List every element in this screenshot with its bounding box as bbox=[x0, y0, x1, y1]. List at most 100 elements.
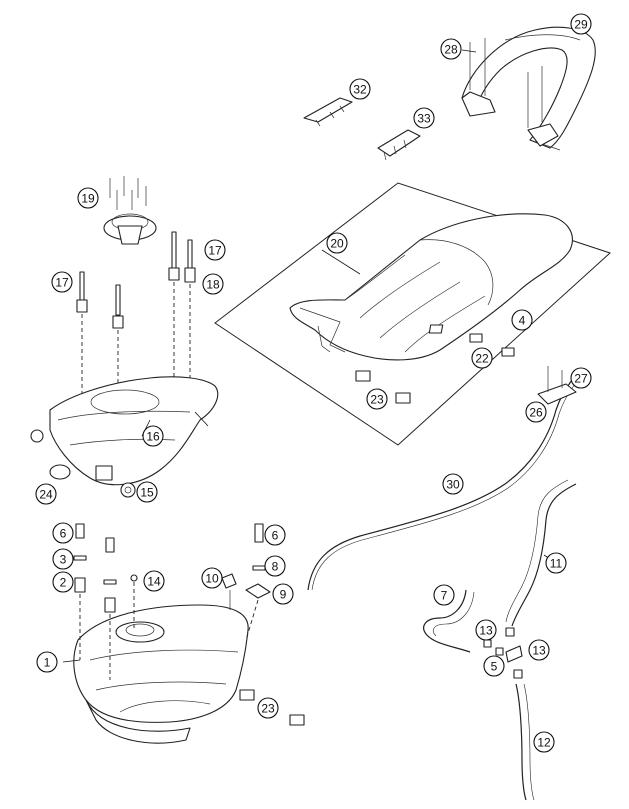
hose-fittings bbox=[483, 627, 523, 679]
callout-c12: 12 bbox=[533, 731, 555, 753]
clips-upper bbox=[355, 370, 411, 404]
callout-c23b: 23 bbox=[257, 697, 279, 719]
tank-hardware bbox=[73, 523, 271, 680]
grommets bbox=[30, 429, 136, 498]
callout-c11: 11 bbox=[545, 552, 567, 574]
callout-label: 14 bbox=[147, 575, 161, 589]
callout-circle bbox=[204, 239, 226, 261]
callout-c6b: 6 bbox=[264, 524, 286, 546]
callout-circle bbox=[136, 481, 158, 503]
callout-circle bbox=[52, 522, 74, 544]
callout-label: 7 bbox=[441, 589, 448, 603]
callout-c16: 16 bbox=[142, 425, 164, 447]
callout-circle bbox=[545, 552, 567, 574]
callout-c9: 9 bbox=[272, 583, 294, 605]
fuel-cap bbox=[103, 176, 157, 245]
callout-label: 6 bbox=[60, 527, 67, 541]
callout-c17a: 17 bbox=[204, 239, 226, 261]
callout-circle bbox=[326, 232, 348, 254]
callout-circle bbox=[349, 78, 371, 100]
callout-circle bbox=[525, 401, 547, 423]
hose-12 bbox=[515, 683, 535, 801]
callout-circle bbox=[35, 483, 57, 505]
callout-circle bbox=[52, 571, 74, 593]
fuel-tank bbox=[73, 604, 249, 744]
callout-label: 18 bbox=[206, 278, 220, 292]
callout-label: 2 bbox=[60, 576, 67, 590]
callout-label: 19 bbox=[81, 192, 95, 206]
callout-c14: 14 bbox=[143, 570, 165, 592]
callout-c29: 29 bbox=[570, 13, 592, 35]
callout-c2: 2 bbox=[52, 571, 74, 593]
callout-circle bbox=[202, 273, 224, 295]
callout-label: 10 bbox=[205, 572, 219, 586]
hose-11 bbox=[505, 479, 577, 627]
callout-c18: 18 bbox=[202, 273, 224, 295]
callout-circle bbox=[201, 567, 223, 589]
callout-circle bbox=[257, 697, 279, 719]
callout-circle bbox=[533, 731, 555, 753]
bracket-33 bbox=[377, 129, 421, 161]
callout-c19: 19 bbox=[77, 187, 99, 209]
tank-cover bbox=[49, 376, 219, 486]
callout-label: 33 bbox=[417, 112, 431, 126]
callout-c7: 7 bbox=[433, 584, 455, 606]
callout-circle bbox=[264, 524, 286, 546]
callout-label: 20 bbox=[330, 237, 344, 251]
seat bbox=[289, 213, 573, 361]
callout-label: 11 bbox=[550, 557, 563, 571]
callout-label: 28 bbox=[444, 43, 458, 57]
callout-c4: 4 bbox=[511, 309, 533, 331]
callout-c15: 15 bbox=[136, 481, 158, 503]
callout-label: 24 bbox=[39, 488, 53, 502]
callout-c24: 24 bbox=[35, 483, 57, 505]
callout-label: 12 bbox=[537, 736, 551, 750]
callout-c5: 5 bbox=[483, 655, 505, 677]
callout-circle bbox=[528, 639, 550, 661]
callout-label: 13 bbox=[532, 644, 546, 658]
callout-label: 32 bbox=[353, 83, 367, 97]
callout-label: 1 bbox=[44, 656, 51, 670]
bracket-32 bbox=[303, 97, 353, 127]
callout-circle bbox=[52, 548, 74, 570]
callout-circle bbox=[366, 388, 388, 410]
callout-circle bbox=[142, 425, 164, 447]
callout-circle bbox=[143, 570, 165, 592]
callout-label: 17 bbox=[55, 276, 69, 290]
callout-label: 23 bbox=[370, 393, 384, 407]
seat-panel bbox=[214, 182, 611, 446]
callout-label: 8 bbox=[272, 560, 279, 574]
callout-circle bbox=[475, 619, 497, 641]
callout-c28: 28 bbox=[440, 38, 462, 60]
callout-c1: 1 bbox=[36, 651, 58, 673]
callout-label: 4 bbox=[519, 314, 526, 328]
callout-circle bbox=[511, 309, 533, 331]
callout-circle bbox=[442, 473, 464, 495]
hose-7 bbox=[423, 589, 475, 653]
callout-label: 16 bbox=[146, 430, 160, 444]
callout-c13a: 13 bbox=[475, 619, 497, 641]
callout-circle bbox=[413, 107, 435, 129]
callout-label: 17 bbox=[208, 244, 222, 258]
callout-c8: 8 bbox=[264, 555, 286, 577]
callout-c20: 20 bbox=[326, 232, 348, 254]
callout-c22: 22 bbox=[471, 347, 493, 369]
callout-c27: 27 bbox=[570, 367, 592, 389]
callout-label: 3 bbox=[60, 553, 67, 567]
callout-label: 22 bbox=[475, 352, 489, 366]
callout-label: 6 bbox=[272, 529, 279, 543]
grab-handle bbox=[461, 26, 596, 151]
callout-label: 15 bbox=[140, 486, 154, 500]
callout-label: 30 bbox=[446, 478, 460, 492]
callout-circle bbox=[570, 13, 592, 35]
callout-circle bbox=[440, 38, 462, 60]
callout-c32: 32 bbox=[349, 78, 371, 100]
callout-circle bbox=[77, 187, 99, 209]
callout-c3: 3 bbox=[52, 548, 74, 570]
cover-bolts bbox=[76, 231, 196, 430]
callout-c6a: 6 bbox=[52, 522, 74, 544]
callout-label: 5 bbox=[491, 660, 498, 674]
callout-circle bbox=[264, 555, 286, 577]
callout-c13b: 13 bbox=[528, 639, 550, 661]
